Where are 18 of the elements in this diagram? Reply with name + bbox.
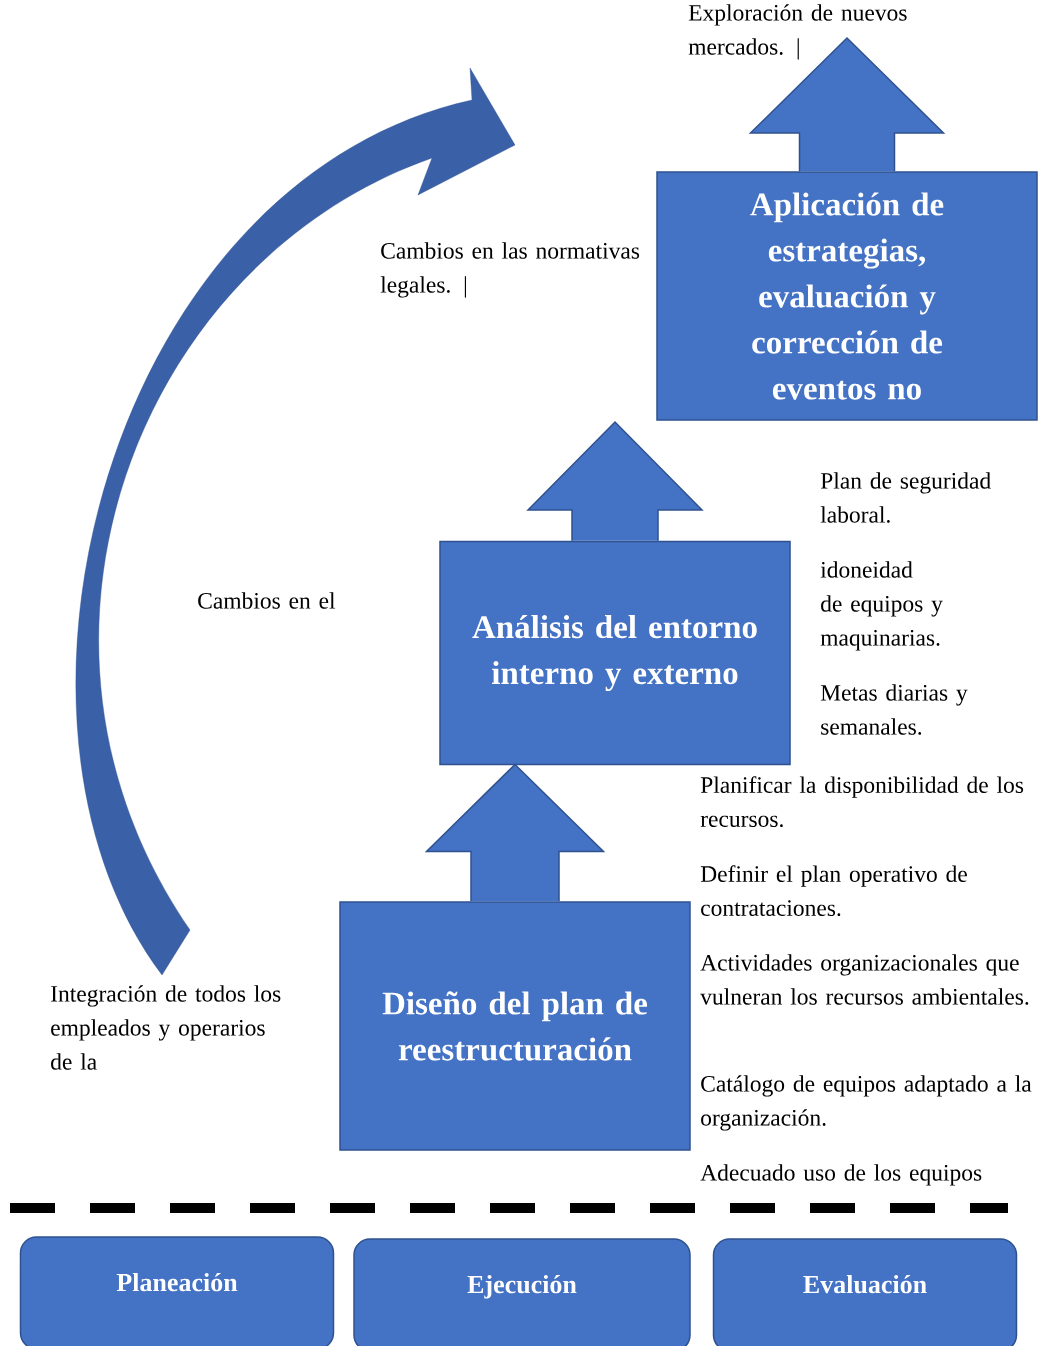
note-text: Integración de todos los empleados y operarios de la [51, 985, 281, 1070]
note-text: Plan de seguridad laboral. [820, 472, 991, 523]
note-text: Exploración de nuevos mercados. | [688, 4, 907, 60]
process-box: Análisis del entorno interno y externo [439, 540, 791, 766]
block-arrow [748, 36, 946, 172]
process-box: Aplicación de estrategias, evaluación y corrección de eventos no [656, 171, 1038, 421]
process-box: Diseño del plan de reestructuración [339, 901, 691, 1151]
phase-box: Ejecución [353, 1238, 691, 1346]
block-arrow [526, 420, 704, 542]
note-text: idoneidad de equipos y maquinarias. [820, 561, 943, 651]
note-text: Metas diarias y semanales. [820, 684, 968, 735]
note-text: Adecuado uso de los equipos [700, 1164, 982, 1186]
note-text: Definir el plan operativo de contrataciones. [700, 865, 967, 917]
block-arrow [424, 763, 606, 902]
note-text: Planificar la disponibilidad de los recursos. [700, 776, 1024, 828]
note-text: Cambios en el [198, 592, 336, 609]
phase-box: Planeación [19, 1236, 335, 1346]
phase-box: Evaluación [712, 1238, 1018, 1346]
